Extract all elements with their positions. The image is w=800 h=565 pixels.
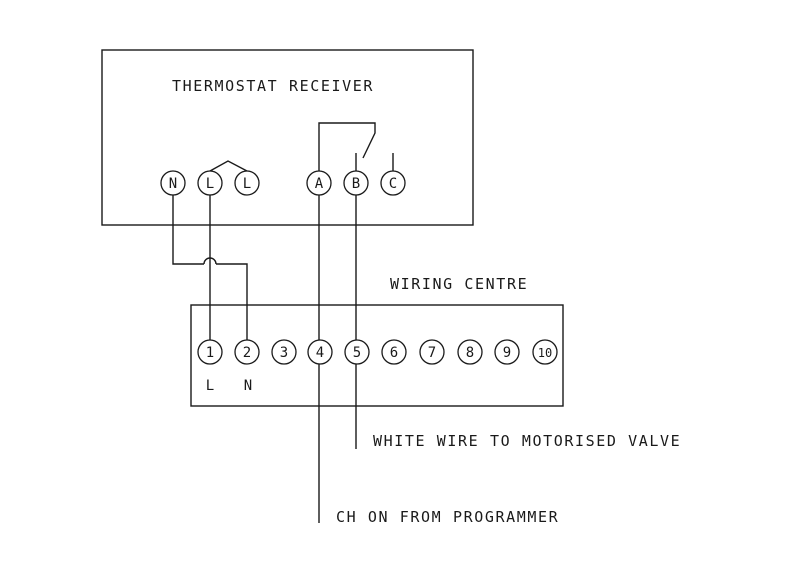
svg-text:B: B [352,176,360,192]
receiver-terminal-b: B [343,170,369,196]
svg-text:L: L [243,176,251,192]
wc-terminal-3: 3 [271,339,297,365]
wc-label-live: L [206,378,214,394]
receiver-title: THERMOSTAT RECEIVER [172,77,374,95]
svg-text:6: 6 [390,345,398,361]
wc-terminal-2: 2 [234,339,260,365]
wiring-centre-title: WIRING CENTRE [390,275,528,293]
wc-terminal-10: 10 [532,339,558,365]
svg-text:10: 10 [538,346,552,360]
white-wire-annotation: WHITE WIRE TO MOTORISED VALVE [373,432,681,450]
receiver-terminal-l2: L [234,170,260,196]
receiver-terminal-l1: L [197,170,223,196]
svg-text:2: 2 [243,345,251,361]
svg-text:9: 9 [503,345,511,361]
wc-terminal-4: 4 [307,339,333,365]
ch-on-annotation: CH ON FROM PROGRAMMER [336,508,559,526]
svg-text:C: C [389,176,397,192]
svg-text:L: L [206,176,214,192]
wc-label-neutral: N [244,378,252,394]
receiver-terminals: N L L A B C [160,170,406,196]
wire-neutral-a [172,195,204,265]
wc-terminal-6: 6 [381,339,407,365]
svg-text:A: A [315,176,324,192]
wc-terminal-7: 7 [419,339,445,365]
relay-switch [318,122,376,171]
wc-terminal-8: 8 [457,339,483,365]
wc-terminal-1: 1 [197,339,223,365]
receiver-terminal-a: A [306,170,332,196]
svg-text:7: 7 [428,345,436,361]
wc-terminal-5: 5 [344,339,370,365]
wc-terminal-9: 9 [494,339,520,365]
wire-neutral-b [216,263,248,340]
live-link [209,160,248,172]
svg-text:1: 1 [206,345,214,361]
receiver-terminal-c: C [380,170,406,196]
svg-text:N: N [169,176,177,192]
svg-text:4: 4 [316,345,324,361]
svg-text:8: 8 [466,345,474,361]
receiver-terminal-n: N [160,170,186,196]
svg-text:3: 3 [280,345,288,361]
thermostat-receiver-box [101,49,474,226]
wiring-centre-box [190,304,564,407]
svg-text:5: 5 [353,345,361,361]
wiring-centre-terminals: 1 2 3 4 5 6 7 8 9 10 [197,339,558,365]
